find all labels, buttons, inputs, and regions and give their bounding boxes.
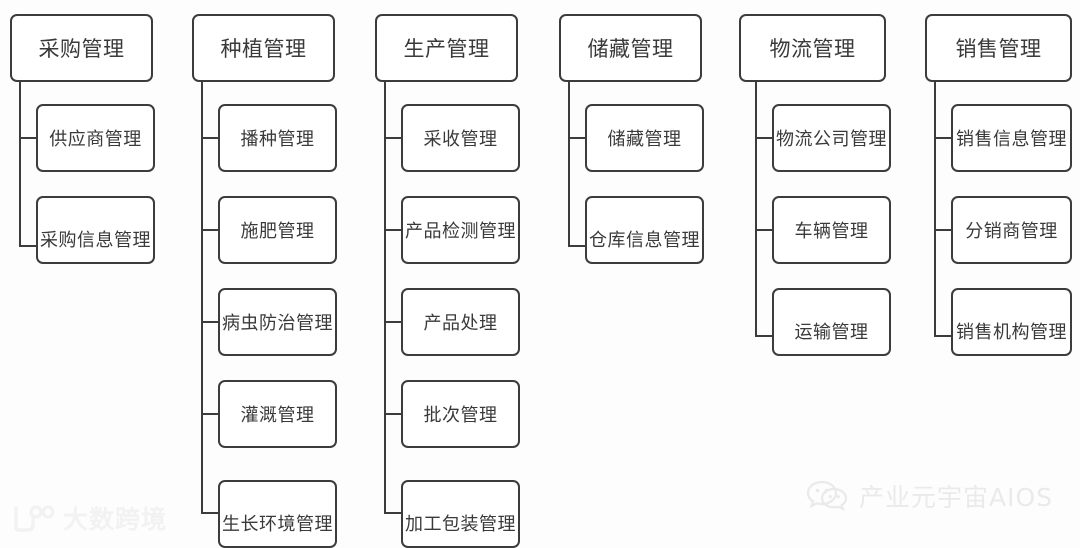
- watermark-right: 产业元宇宙AIOS: [806, 478, 1053, 514]
- watermark-right-text: 产业元宇宙AIOS: [859, 483, 1054, 512]
- connector-stub-col5-child1: [755, 137, 774, 139]
- root-node-col1[interactable]: 采购管理: [10, 14, 153, 82]
- connector-stub-col2-child3: [201, 321, 220, 323]
- connector-stub-col2-child4: [201, 413, 220, 415]
- connector-stub-col3-child3: [384, 321, 403, 323]
- child-node-col2-2[interactable]: 施肥管理: [218, 196, 337, 264]
- connector-stub-col3-child1: [384, 137, 403, 139]
- child-node-col2-5[interactable]: 生长环境管理: [218, 480, 337, 548]
- connector-stub-col3-child2: [384, 229, 403, 231]
- root-node-col2[interactable]: 种植管理: [192, 14, 335, 82]
- connector-stub-col2-child1: [201, 137, 220, 139]
- child-node-col3-2[interactable]: 产品检测管理: [401, 196, 520, 264]
- connector-stub-col3-child4: [384, 413, 403, 415]
- connector-stub-col1-child1: [19, 137, 38, 139]
- child-node-col3-1[interactable]: 采收管理: [401, 104, 520, 172]
- child-node-col3-3[interactable]: 产品处理: [401, 288, 520, 356]
- connector-stub-col3-child5: [384, 512, 403, 514]
- watermark-left-text: 大数跨境: [63, 505, 168, 534]
- connector-stub-col6-child3: [934, 335, 953, 337]
- connector-trunk-col5: [755, 82, 757, 337]
- connector-stub-col4-child1: [568, 137, 587, 139]
- child-node-col6-3[interactable]: 销售机构管理: [951, 288, 1072, 356]
- child-node-col1-2[interactable]: 采购信息管理: [36, 196, 155, 264]
- child-node-col3-5[interactable]: 加工包装管理: [401, 480, 520, 548]
- connector-trunk-col4: [568, 82, 570, 247]
- child-node-col2-3[interactable]: 病虫防治管理: [218, 288, 337, 356]
- connector-stub-col6-child1: [934, 137, 953, 139]
- root-node-col3[interactable]: 生产管理: [375, 14, 518, 82]
- child-node-col1-1[interactable]: 供应商管理: [36, 104, 155, 172]
- root-node-col4[interactable]: 储藏管理: [559, 14, 702, 82]
- connector-trunk-col2: [201, 82, 203, 514]
- child-node-col3-4[interactable]: 批次管理: [401, 380, 520, 448]
- child-node-col2-1[interactable]: 播种管理: [218, 104, 337, 172]
- root-node-col5[interactable]: 物流管理: [739, 14, 886, 82]
- child-node-col6-2[interactable]: 分销商管理: [951, 196, 1072, 264]
- connector-stub-col2-child5: [201, 512, 220, 514]
- child-node-col4-1[interactable]: 储藏管理: [585, 104, 704, 172]
- connector-stub-col5-child2: [755, 229, 774, 231]
- watermark-left: 大数跨境: [12, 500, 167, 536]
- child-node-col5-1[interactable]: 物流公司管理: [772, 104, 891, 172]
- connector-trunk-col3: [384, 82, 386, 514]
- connector-trunk-col6: [934, 82, 936, 337]
- child-node-col6-1[interactable]: 销售信息管理: [951, 104, 1072, 172]
- connector-stub-col1-child2: [19, 245, 38, 247]
- child-node-col2-4[interactable]: 灌溉管理: [218, 380, 337, 448]
- connector-stub-col6-child2: [934, 229, 953, 231]
- root-node-col6[interactable]: 销售管理: [925, 14, 1072, 82]
- child-node-col4-2[interactable]: 仓库信息管理: [585, 196, 704, 264]
- child-node-col5-2[interactable]: 车辆管理: [772, 196, 891, 264]
- dashu-logo-icon: [12, 504, 55, 532]
- connector-stub-col5-child3: [755, 335, 774, 337]
- connector-stub-col4-child2: [568, 245, 587, 247]
- wechat-icon: [806, 479, 850, 513]
- connector-stub-col2-child2: [201, 229, 220, 231]
- connector-trunk-col1: [19, 82, 21, 247]
- child-node-col5-3[interactable]: 运输管理: [772, 288, 891, 356]
